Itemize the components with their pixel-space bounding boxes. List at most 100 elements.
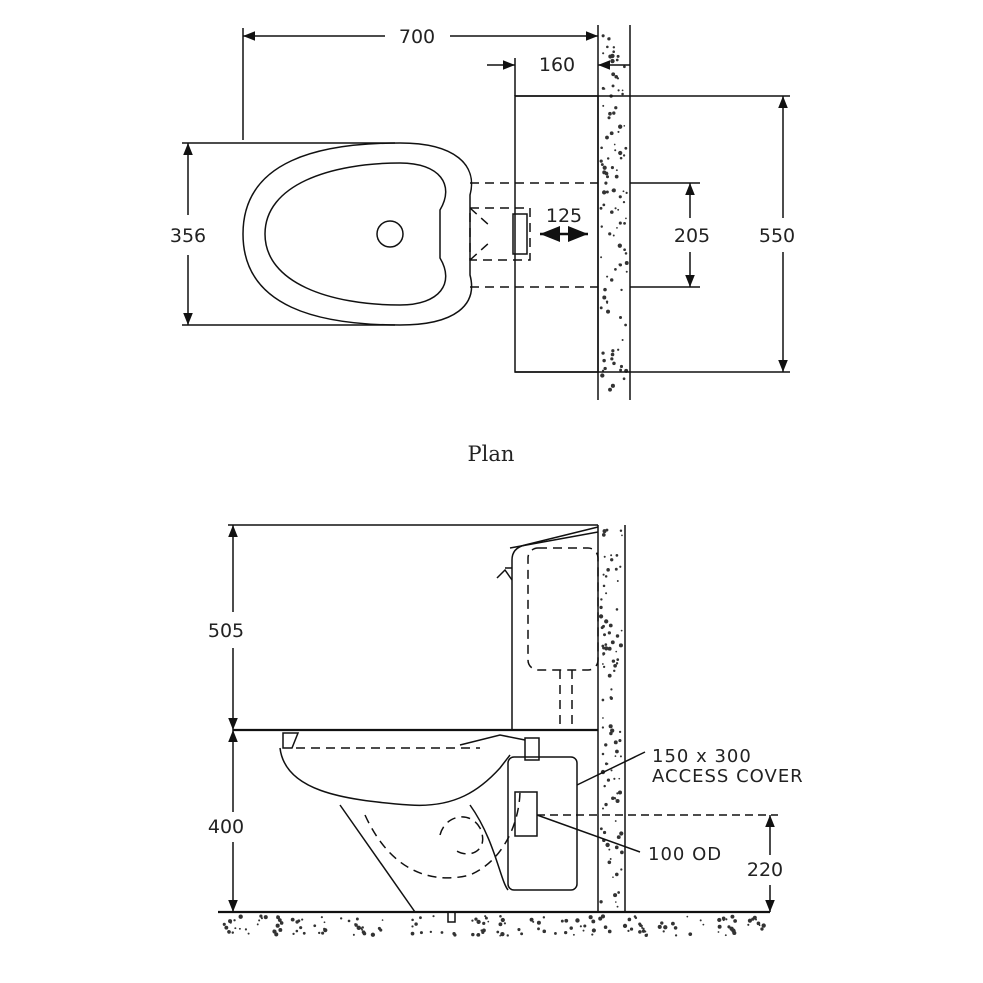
dim-700: 700 bbox=[242, 26, 598, 140]
concrete-speckle bbox=[607, 929, 612, 934]
concrete-speckle bbox=[238, 914, 243, 919]
concrete-speckle bbox=[313, 924, 317, 928]
concrete-speckle bbox=[615, 608, 619, 611]
concrete-speckle bbox=[617, 243, 622, 248]
concrete-speckle bbox=[610, 357, 614, 361]
concrete-speckle bbox=[604, 181, 608, 185]
concrete-speckle bbox=[234, 927, 237, 930]
concrete-speckle bbox=[604, 575, 608, 578]
concrete-speckle bbox=[603, 366, 607, 371]
concrete-speckle bbox=[625, 217, 627, 220]
concrete-speckle bbox=[297, 919, 301, 923]
concrete-speckle bbox=[617, 89, 620, 92]
concrete-speckle bbox=[613, 893, 618, 898]
concrete-speckle bbox=[613, 740, 618, 745]
concrete-speckle bbox=[613, 777, 616, 780]
concrete-speckle bbox=[260, 917, 263, 920]
elevation-bowl bbox=[233, 728, 598, 923]
concrete-speckle bbox=[487, 920, 490, 923]
concrete-speckle bbox=[618, 221, 622, 225]
concrete-speckle bbox=[614, 820, 617, 822]
concrete-speckle bbox=[610, 640, 615, 645]
access-cover-callout: 150 x 300 ACCESS COVER bbox=[576, 746, 803, 787]
concrete-speckle bbox=[761, 923, 766, 928]
concrete-speckle bbox=[301, 918, 304, 921]
dim-220: 220 bbox=[537, 814, 783, 912]
concrete-speckle bbox=[733, 919, 737, 923]
concrete-speckle bbox=[657, 924, 662, 929]
concrete-speckle bbox=[747, 923, 750, 926]
concrete-speckle bbox=[604, 619, 609, 624]
concrete-speckle bbox=[602, 358, 606, 363]
concrete-speckle bbox=[476, 933, 479, 937]
concrete-speckle bbox=[617, 891, 621, 894]
concrete-speckle bbox=[411, 918, 414, 922]
concrete-speckle bbox=[599, 306, 603, 310]
concrete-speckle bbox=[582, 929, 585, 932]
concrete-speckle bbox=[256, 923, 259, 926]
concrete-speckle bbox=[622, 190, 625, 193]
concrete-speckle bbox=[618, 263, 621, 266]
concrete-speckle bbox=[622, 154, 626, 157]
concrete-speckle bbox=[621, 534, 623, 537]
concrete-speckle bbox=[616, 54, 620, 58]
concrete-speckle bbox=[602, 624, 605, 628]
concrete-speckle bbox=[662, 930, 665, 933]
concrete-speckle bbox=[660, 921, 664, 925]
concrete-speckle bbox=[258, 919, 261, 922]
concrete-speckle bbox=[603, 287, 607, 292]
concrete-speckle bbox=[606, 157, 610, 160]
concrete-speckle bbox=[618, 739, 622, 743]
dim-label-205: 205 bbox=[674, 225, 710, 247]
concrete-speckle bbox=[619, 368, 623, 372]
concrete-speckle bbox=[601, 807, 605, 810]
concrete-speckle bbox=[259, 914, 263, 918]
concrete-speckle bbox=[601, 86, 605, 90]
concrete-speckle bbox=[620, 288, 623, 292]
concrete-speckle bbox=[616, 905, 619, 908]
concrete-speckle bbox=[361, 926, 364, 929]
concrete-speckle bbox=[603, 555, 606, 558]
concrete-speckle bbox=[615, 169, 618, 172]
concrete-speckle bbox=[610, 278, 614, 282]
concrete-speckle bbox=[612, 46, 616, 49]
concrete-speckle bbox=[610, 383, 615, 388]
concrete-speckle bbox=[625, 270, 628, 273]
concrete-speckle bbox=[323, 921, 326, 924]
dim-550: 550 bbox=[515, 95, 795, 373]
dim-label-356: 356 bbox=[170, 225, 206, 247]
concrete-speckle bbox=[605, 528, 609, 532]
concrete-speckle bbox=[619, 315, 623, 319]
dim-356: 356 bbox=[170, 142, 395, 326]
concrete-speckle bbox=[724, 934, 727, 937]
concrete-speckle bbox=[499, 914, 502, 918]
concrete-speckle bbox=[609, 131, 614, 136]
concrete-speckle bbox=[619, 755, 622, 758]
concrete-speckle bbox=[604, 646, 609, 651]
concrete-speckle bbox=[614, 207, 617, 210]
concrete-speckle bbox=[601, 532, 606, 537]
concrete-speckle bbox=[615, 650, 618, 653]
concrete-speckle bbox=[579, 925, 582, 928]
concrete-speckle bbox=[599, 827, 603, 831]
concrete-speckle bbox=[608, 623, 613, 628]
concrete-speckle bbox=[618, 195, 622, 199]
concrete-speckle bbox=[603, 925, 608, 929]
concrete-speckle bbox=[622, 923, 628, 928]
concrete-speckle bbox=[613, 143, 616, 146]
concrete-speckle bbox=[471, 932, 475, 937]
concrete-speckle bbox=[602, 665, 606, 669]
concrete-speckle bbox=[614, 755, 617, 757]
concrete-speckle bbox=[599, 605, 603, 610]
concrete-speckle bbox=[717, 917, 722, 923]
concrete-speckle bbox=[601, 663, 604, 665]
concrete-speckle bbox=[674, 934, 678, 937]
concrete-speckle bbox=[611, 796, 615, 801]
concrete-speckle bbox=[355, 917, 359, 921]
dim-label-400: 400 bbox=[208, 816, 244, 838]
concrete-speckle bbox=[517, 927, 521, 932]
concrete-speckle bbox=[605, 300, 609, 304]
outlet-pipe bbox=[514, 791, 538, 837]
concrete-speckle bbox=[638, 930, 642, 934]
